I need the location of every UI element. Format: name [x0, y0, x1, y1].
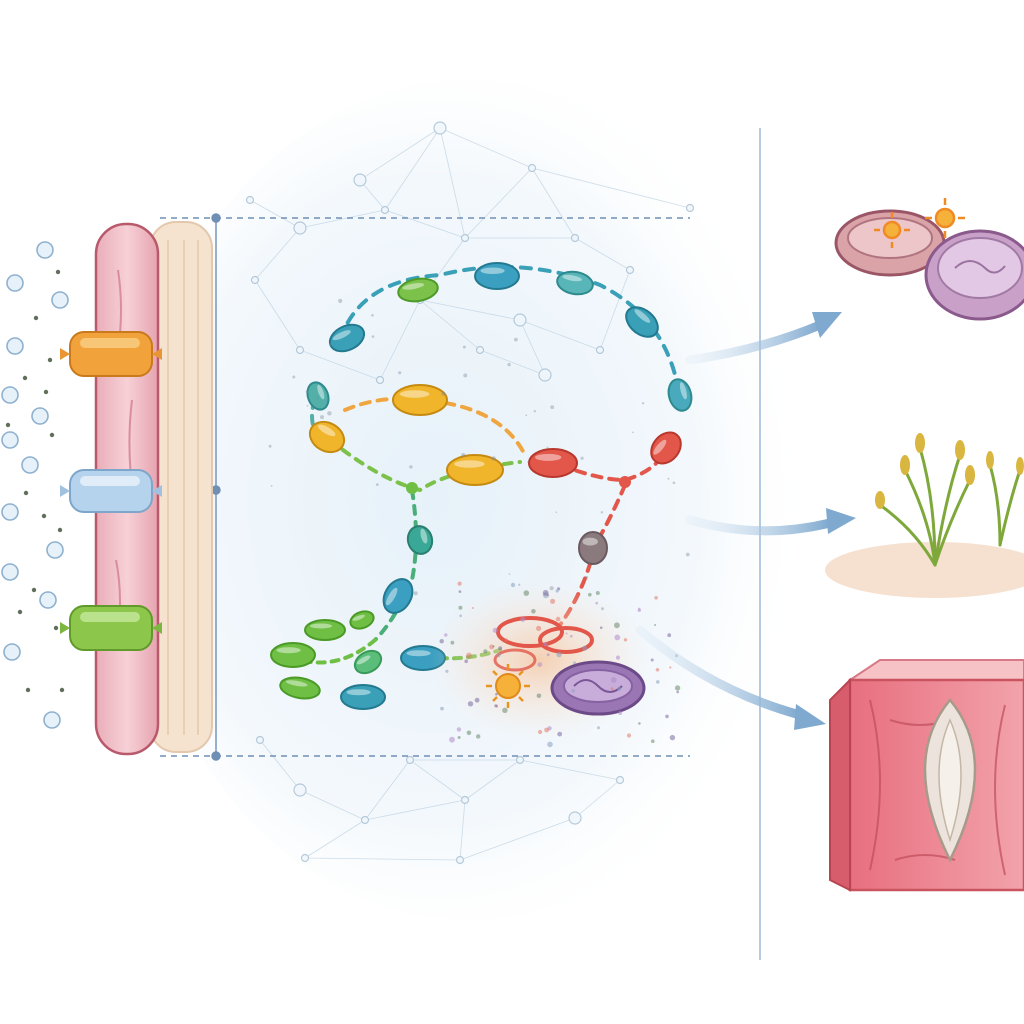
ligand-dot — [1, 503, 19, 521]
receptor-blue — [60, 469, 162, 513]
signaling-molecule — [578, 531, 608, 565]
signaling-molecule — [349, 610, 375, 630]
mesh-node — [455, 855, 465, 865]
ligand-dot — [1, 386, 19, 404]
signaling-molecule — [328, 323, 366, 353]
background-glow — [130, 80, 810, 920]
signaling-molecule — [474, 262, 520, 290]
mesh-node — [360, 815, 370, 825]
signaling-molecule — [667, 378, 693, 412]
mesh-node — [293, 221, 307, 235]
ligand-dot — [3, 643, 21, 661]
mesh-node — [568, 811, 582, 825]
mesh-node — [295, 345, 305, 355]
mesh-node — [353, 173, 367, 187]
signaling-molecule — [340, 684, 386, 710]
mesh-node — [405, 755, 415, 765]
signaling-molecule — [382, 578, 414, 614]
mesh-node — [538, 368, 552, 382]
mesh-node — [513, 313, 527, 327]
mesh-node — [570, 233, 580, 243]
mesh-node — [625, 265, 635, 275]
signaling-molecule — [556, 270, 594, 296]
mesh-node — [245, 195, 255, 205]
mesh-node — [460, 795, 470, 805]
mesh-node — [460, 233, 470, 243]
receptor-group — [60, 331, 162, 651]
arrow-to-tissue — [635, 625, 826, 730]
mesh-node — [375, 375, 385, 385]
receptor-orange — [60, 331, 162, 377]
mesh-node — [300, 853, 310, 863]
mesh-node — [293, 783, 307, 797]
signaling-molecule — [270, 642, 316, 668]
signaling-molecule — [397, 277, 439, 303]
signaling-molecule — [650, 431, 682, 465]
ligand-dot — [36, 241, 54, 259]
ligand-dot — [1, 563, 19, 581]
signaling-molecule — [446, 454, 504, 486]
signaling-molecule — [625, 306, 659, 338]
outcome-arrows — [635, 312, 856, 730]
mesh-node — [515, 755, 525, 765]
mesh-node — [475, 345, 485, 355]
dividing-cell-icon — [834, 198, 1024, 321]
signaling-molecule — [353, 649, 383, 675]
signaling-molecule — [392, 384, 448, 416]
organelle-icon — [550, 660, 646, 716]
arrow-to-cells — [685, 312, 842, 365]
tissue-section-icon — [829, 659, 1024, 892]
mesh-node — [527, 163, 537, 173]
mesh-node — [250, 275, 260, 285]
mesh-node — [433, 121, 447, 135]
sun-icon — [486, 664, 530, 708]
ligand-dot — [1, 431, 19, 449]
mesh-node — [685, 203, 695, 213]
arrow-to-plants — [685, 508, 856, 536]
sprout-icon — [825, 433, 1024, 598]
mesh-node — [595, 345, 605, 355]
ligand-dot — [21, 456, 39, 474]
ligand-dot — [39, 591, 57, 609]
ligand-dot — [51, 291, 69, 309]
reaction-glow — [430, 580, 650, 740]
signaling-molecule — [306, 381, 330, 411]
ligand-dot — [43, 711, 61, 729]
receptor-green — [60, 605, 162, 651]
signaling-molecules — [270, 262, 693, 710]
ligand-dot — [31, 407, 49, 425]
signaling-molecule — [279, 676, 321, 700]
mesh-node — [615, 775, 625, 785]
speckle-particles — [268, 298, 690, 748]
mesh-node — [255, 735, 265, 745]
ligand-particles — [1, 241, 69, 729]
ligand-dot — [6, 274, 24, 292]
signaling-molecule — [406, 525, 434, 555]
bracket-lines — [150, 213, 690, 761]
signaling-molecule — [308, 420, 346, 454]
signaling-molecule — [304, 619, 346, 641]
ligand-dot — [46, 541, 64, 559]
network-mesh — [245, 121, 695, 865]
signaling-molecule — [528, 448, 578, 478]
mesh-node — [380, 205, 390, 215]
ligand-dot — [6, 337, 24, 355]
